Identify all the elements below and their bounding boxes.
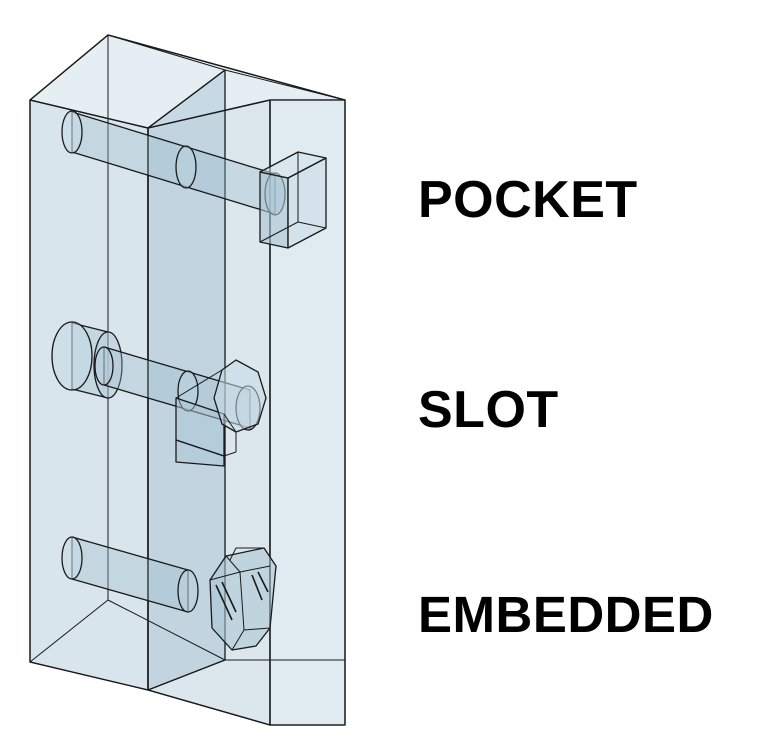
pocket-cavity-front [259,171,289,249]
pocket-cavity-top [259,151,327,179]
pocket-bore-entry [61,110,83,154]
slot-counterbore-entry [51,321,93,391]
embedded-bore-end [177,569,199,613]
embedded-insert-edge [243,627,271,631]
embedded-insert-edge [229,547,264,561]
embedded-insert-edge [221,581,237,613]
slot-joint [51,321,267,467]
embedded-insert-edge [251,574,263,601]
back-edge [107,599,226,661]
slot-nut-bottom [175,439,225,467]
label-embedded: EMBEDDED [418,586,714,643]
embedded-insert-edge [257,571,269,593]
back-edge [29,599,109,663]
block-assembly [29,34,346,726]
slot-channel-edge [223,451,237,457]
outer-edge [29,99,149,129]
outer-edge [29,100,346,726]
label-slot: SLOT [418,381,559,439]
outer-edge [147,99,271,129]
label-pocket: POCKET [418,171,638,229]
embedded-insert-edge [215,584,233,621]
slot-channel-edge [223,413,237,433]
outer-edge [29,34,346,101]
slot-hex-outline [213,359,267,433]
embedded-joint [61,536,277,651]
slot-channel-edge [175,369,223,399]
pocket-bore-split [175,145,197,189]
slot-bore-entry [94,346,114,386]
pocket-cavity-edge [297,221,327,229]
pocket-joint [61,110,327,249]
back-edge [147,659,226,691]
embedded-insert-edge [209,571,245,651]
outer-edge [147,69,226,129]
embedded-bore-entry [61,536,83,580]
block-front-face [29,99,149,691]
pocket-cavity-edge [259,221,299,243]
